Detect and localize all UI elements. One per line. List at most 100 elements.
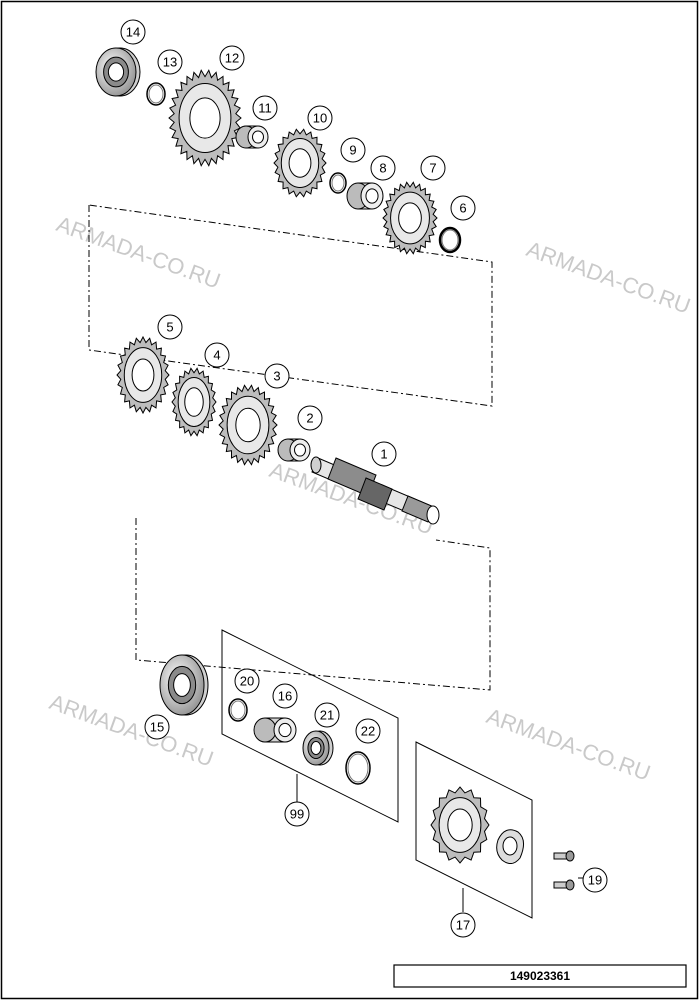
callout-21: 21 xyxy=(314,702,340,728)
screw-19-a xyxy=(553,850,575,862)
callout-16: 16 xyxy=(272,683,298,709)
callout-14: 14 xyxy=(120,19,146,45)
callout-22: 22 xyxy=(355,718,381,744)
bearing-21 xyxy=(302,730,334,766)
callout-label: 7 xyxy=(429,161,436,176)
callout-label: 8 xyxy=(379,161,386,176)
callout-4: 4 xyxy=(204,342,230,368)
gear-7 xyxy=(382,181,438,255)
ring-13 xyxy=(146,82,166,106)
callout-label: 10 xyxy=(313,111,327,126)
ring-20 xyxy=(228,698,248,722)
watermark-top-left: ARMADA-CO.RU xyxy=(53,211,224,293)
callout-circle xyxy=(582,867,608,893)
callout-circle xyxy=(355,718,381,744)
callout-circle xyxy=(120,19,146,45)
bearing-15 xyxy=(159,654,209,716)
parts-layer xyxy=(95,47,575,891)
gear-5 xyxy=(116,335,170,415)
circlip-9 xyxy=(329,172,347,194)
callout-circle xyxy=(284,801,310,827)
upper-assembly-outline xyxy=(88,204,493,407)
watermark-bottom-right: ARMADA-CO.RU xyxy=(483,703,654,785)
callout-circle xyxy=(264,363,290,389)
callout-label: 14 xyxy=(126,25,140,40)
callout-13: 13 xyxy=(157,49,183,75)
callout-label: 22 xyxy=(361,724,375,739)
callout-circle xyxy=(340,137,366,163)
drawing-code: 149023361 xyxy=(510,969,570,983)
callout-1: 1 xyxy=(371,441,397,467)
callout-circle xyxy=(371,441,397,467)
bushing-16 xyxy=(253,717,297,743)
main-shaft xyxy=(310,456,440,525)
callout-2: 2 xyxy=(297,405,323,431)
assembly-dash-lines xyxy=(88,204,493,691)
callout-label: 15 xyxy=(150,720,164,735)
gear-4 xyxy=(171,367,217,437)
callout-label: 5 xyxy=(166,320,173,335)
washer-6 xyxy=(438,226,462,254)
callout-label: 4 xyxy=(213,348,220,363)
callout-label: 16 xyxy=(278,689,292,704)
screw-19-b xyxy=(553,879,575,891)
callout-label: 12 xyxy=(225,51,239,66)
callout-17: 17 xyxy=(450,912,476,938)
callout-circle xyxy=(297,405,323,431)
callout-99: 99 xyxy=(284,801,310,827)
callout-label: 19 xyxy=(588,873,602,888)
bushing-11 xyxy=(235,125,269,149)
gear-3 xyxy=(218,384,278,466)
lower-assembly-outline xyxy=(135,518,491,691)
bearing-14 xyxy=(95,47,141,97)
kit-17-panel xyxy=(415,741,533,919)
drawing-code-box: 149023361 xyxy=(393,964,687,988)
ring-22 xyxy=(345,751,371,785)
watermark-top-right: ARMADA-CO.RU xyxy=(523,236,694,318)
callout-circle xyxy=(157,314,183,340)
callout-3: 3 xyxy=(264,363,290,389)
callout-circle xyxy=(314,702,340,728)
bushing-2 xyxy=(277,438,311,462)
callout-label: 11 xyxy=(258,101,272,116)
callout-9: 9 xyxy=(340,137,366,163)
callout-label: 17 xyxy=(456,918,470,933)
lock-plate xyxy=(496,829,524,864)
callout-circle xyxy=(144,714,170,740)
callout-7: 7 xyxy=(420,155,446,181)
callout-12: 12 xyxy=(219,45,245,71)
callout-label: 6 xyxy=(459,201,466,216)
callout-label: 21 xyxy=(320,708,334,723)
callout-circle xyxy=(450,912,476,938)
callout-circle xyxy=(307,105,333,131)
gear-10 xyxy=(273,128,327,198)
sprocket-17 xyxy=(430,786,490,864)
callout-circle xyxy=(272,683,298,709)
callout-5: 5 xyxy=(157,314,183,340)
callout-19: 19 xyxy=(582,867,608,893)
gear-12 xyxy=(168,69,242,167)
callout-label: 99 xyxy=(290,807,304,822)
kit-99-panel xyxy=(221,629,399,823)
callout-label: 2 xyxy=(306,411,313,426)
callout-label: 1 xyxy=(380,447,387,462)
callout-circle xyxy=(252,95,278,121)
callout-label: 20 xyxy=(240,674,254,689)
callout-15: 15 xyxy=(144,714,170,740)
callout-11: 11 xyxy=(252,95,278,121)
callout-circle xyxy=(370,155,396,181)
callout-circle xyxy=(450,195,476,221)
callout-circle xyxy=(219,45,245,71)
callout-20: 20 xyxy=(234,668,260,694)
bushing-8 xyxy=(346,182,384,210)
callout-8: 8 xyxy=(370,155,396,181)
callout-label: 13 xyxy=(163,55,177,70)
callout-10: 10 xyxy=(307,105,333,131)
callout-circle xyxy=(204,342,230,368)
callout-circle xyxy=(234,668,260,694)
callout-label: 9 xyxy=(349,143,356,158)
